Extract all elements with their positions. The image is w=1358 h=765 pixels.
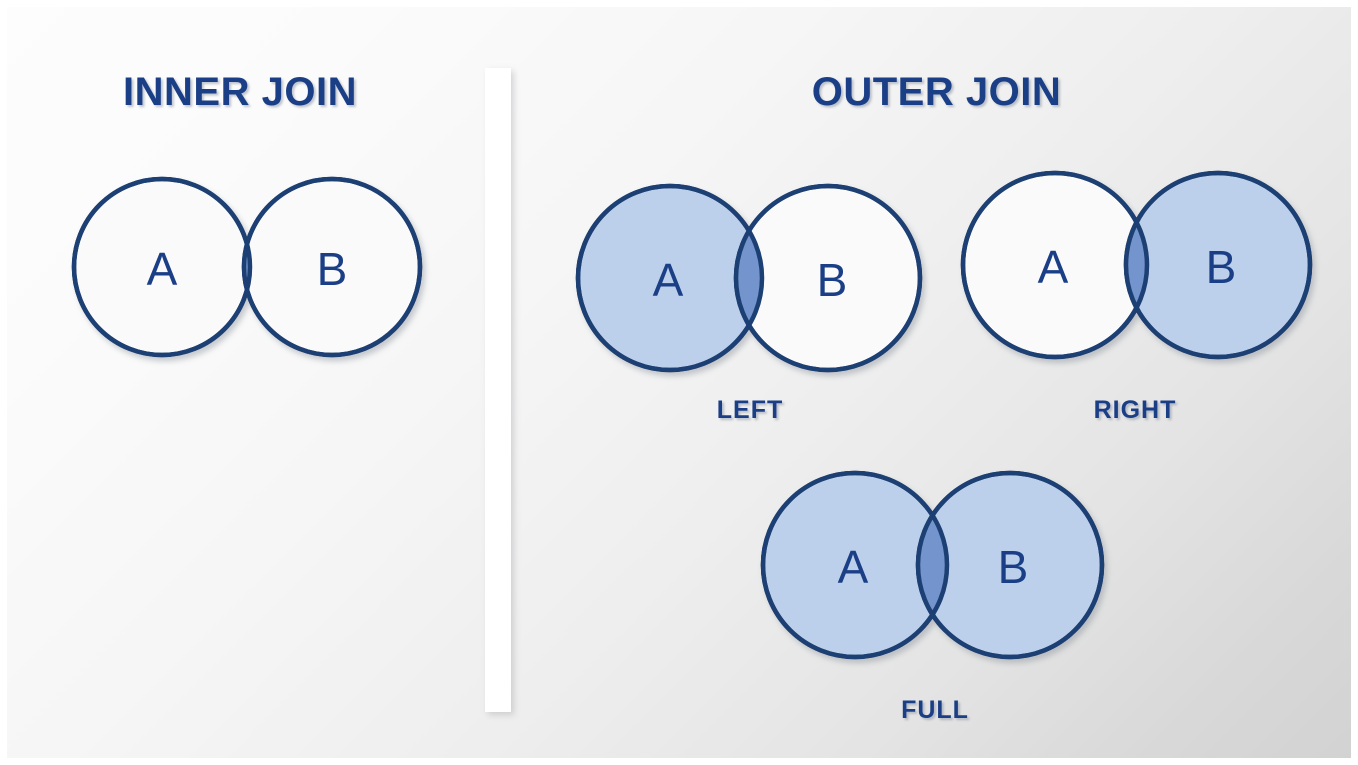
circle-b-label: B bbox=[317, 243, 348, 295]
inner-join-venn: A B bbox=[52, 155, 442, 385]
circle-a-label: A bbox=[1038, 241, 1069, 293]
full-join-caption: FULL bbox=[901, 696, 969, 724]
circle-a-label: A bbox=[653, 254, 684, 306]
full-join-venn: A B FULL bbox=[745, 455, 1125, 724]
panel-divider bbox=[485, 68, 511, 712]
circle-b-label: B bbox=[817, 254, 848, 306]
left-join-venn: A B LEFT bbox=[560, 168, 940, 424]
right-join-caption: RIGHT bbox=[1093, 396, 1177, 424]
inner-join-title: INNER JOIN bbox=[123, 70, 357, 114]
circle-b-label: B bbox=[1206, 241, 1237, 293]
left-join-caption: LEFT bbox=[716, 396, 784, 424]
circle-b-label: B bbox=[998, 541, 1029, 593]
circle-a-label: A bbox=[147, 243, 178, 295]
outer-join-title: OUTER JOIN bbox=[811, 70, 1062, 114]
circle-a-label: A bbox=[838, 541, 869, 593]
right-join-venn: A B RIGHT bbox=[945, 155, 1325, 424]
